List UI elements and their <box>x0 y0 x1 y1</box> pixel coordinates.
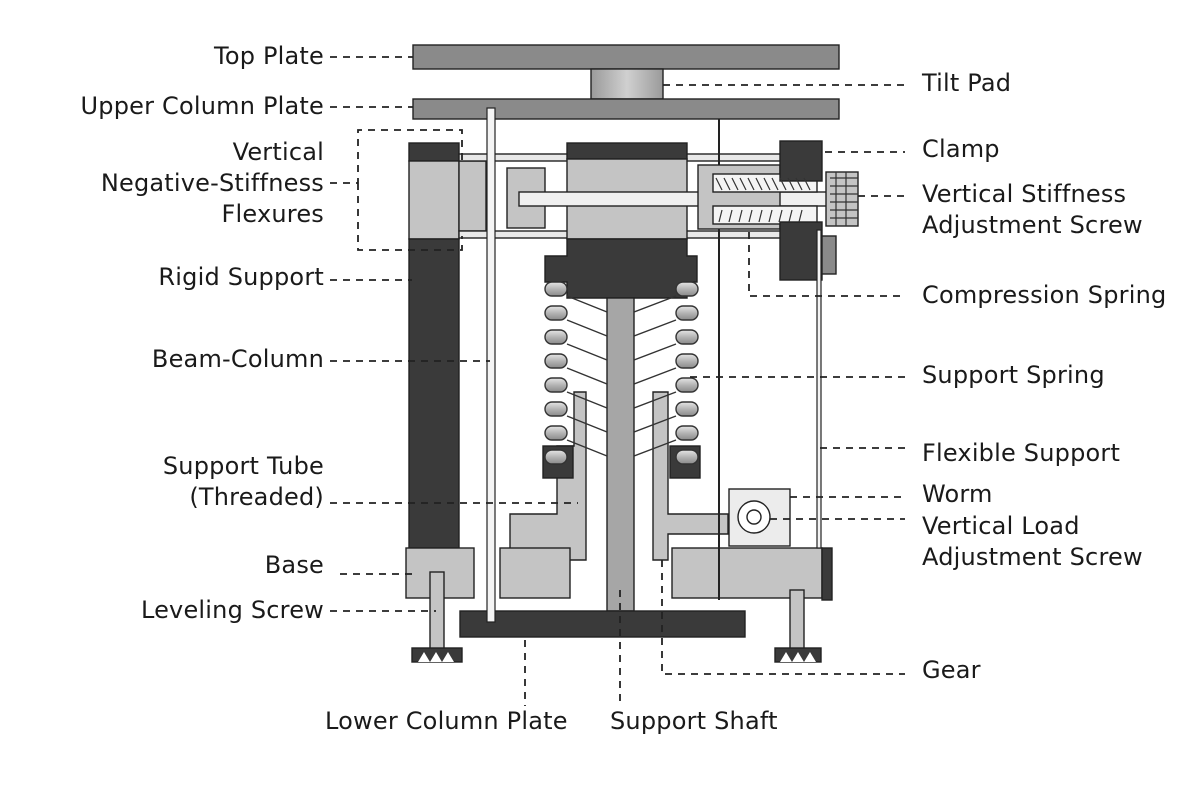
label-worm: Worm <box>922 480 993 508</box>
label-stiffness-screw-line-1: Vertical Stiffness <box>922 180 1127 208</box>
label-clamp: Clamp <box>922 135 1000 163</box>
beam-column <box>486 107 496 623</box>
label-support-shaft: Support Shaft <box>610 707 778 735</box>
rigid-support-top <box>408 142 460 162</box>
label-base: Base <box>264 551 324 579</box>
label-tilt-pad: Tilt Pad <box>922 69 1012 97</box>
label-support-tube: Support Tube (Threaded) <box>163 451 324 513</box>
label-flexures-line-3: Flexures <box>221 200 324 228</box>
label-top-plate: Top Plate <box>214 42 324 70</box>
label-vertical-negative-stiffness-flexures: Vertical Negative-Stiffness Flexures <box>101 137 324 230</box>
compression-spring <box>715 177 811 223</box>
label-upper-column-plate: Upper Column Plate <box>80 92 324 120</box>
upper-column-plate <box>412 98 840 120</box>
label-leveling-screw: Leveling Screw <box>140 596 324 624</box>
leveling-screw-right <box>789 589 805 651</box>
support-shaft <box>606 297 635 612</box>
label-load-screw-line-1: Vertical Load <box>922 512 1080 540</box>
label-lower-column-plate: Lower Column Plate <box>325 707 568 735</box>
clamp <box>779 140 823 182</box>
label-flexures-line-1: Vertical <box>232 138 324 166</box>
rigid-support <box>408 238 460 549</box>
label-support-tube-line-2: (Threaded) <box>189 483 324 511</box>
label-flexible-support: Flexible Support <box>922 439 1121 467</box>
leveling-screw-left <box>429 571 445 651</box>
label-support-spring: Support Spring <box>922 361 1105 389</box>
stiffness-shaft <box>518 191 830 207</box>
label-vertical-load-adjustment-screw: Vertical Load Adjustment Screw <box>922 511 1143 573</box>
label-rigid-support: Rigid Support <box>158 263 324 291</box>
label-stiffness-screw-line-2: Adjustment Screw <box>922 211 1143 239</box>
support-tube-right <box>652 391 729 561</box>
top-plate <box>412 44 840 70</box>
flexible-support-rod <box>816 229 822 549</box>
lower-column-plate <box>459 610 746 638</box>
label-support-tube-line-1: Support Tube <box>162 452 324 480</box>
base-center-left <box>499 547 571 599</box>
support-spring <box>544 281 699 465</box>
spring-cap <box>544 238 698 299</box>
support-tube-left <box>509 391 587 561</box>
stiffness-knob <box>825 171 859 227</box>
tilt-pad <box>590 68 664 100</box>
rigid-support-upper <box>408 160 460 240</box>
label-beam-column: Beam-Column <box>151 345 324 373</box>
label-vertical-stiffness-adjustment-screw: Vertical Stiffness Adjustment Screw <box>922 179 1143 241</box>
label-gear: Gear <box>922 656 981 684</box>
label-compression-spring: Compression Spring <box>922 281 1167 309</box>
leader-lines <box>330 56 905 706</box>
center-block-top <box>566 142 688 160</box>
label-load-screw-line-2: Adjustment Screw <box>922 543 1143 571</box>
label-flexures-line-2: Negative-Stiffness <box>100 169 324 197</box>
